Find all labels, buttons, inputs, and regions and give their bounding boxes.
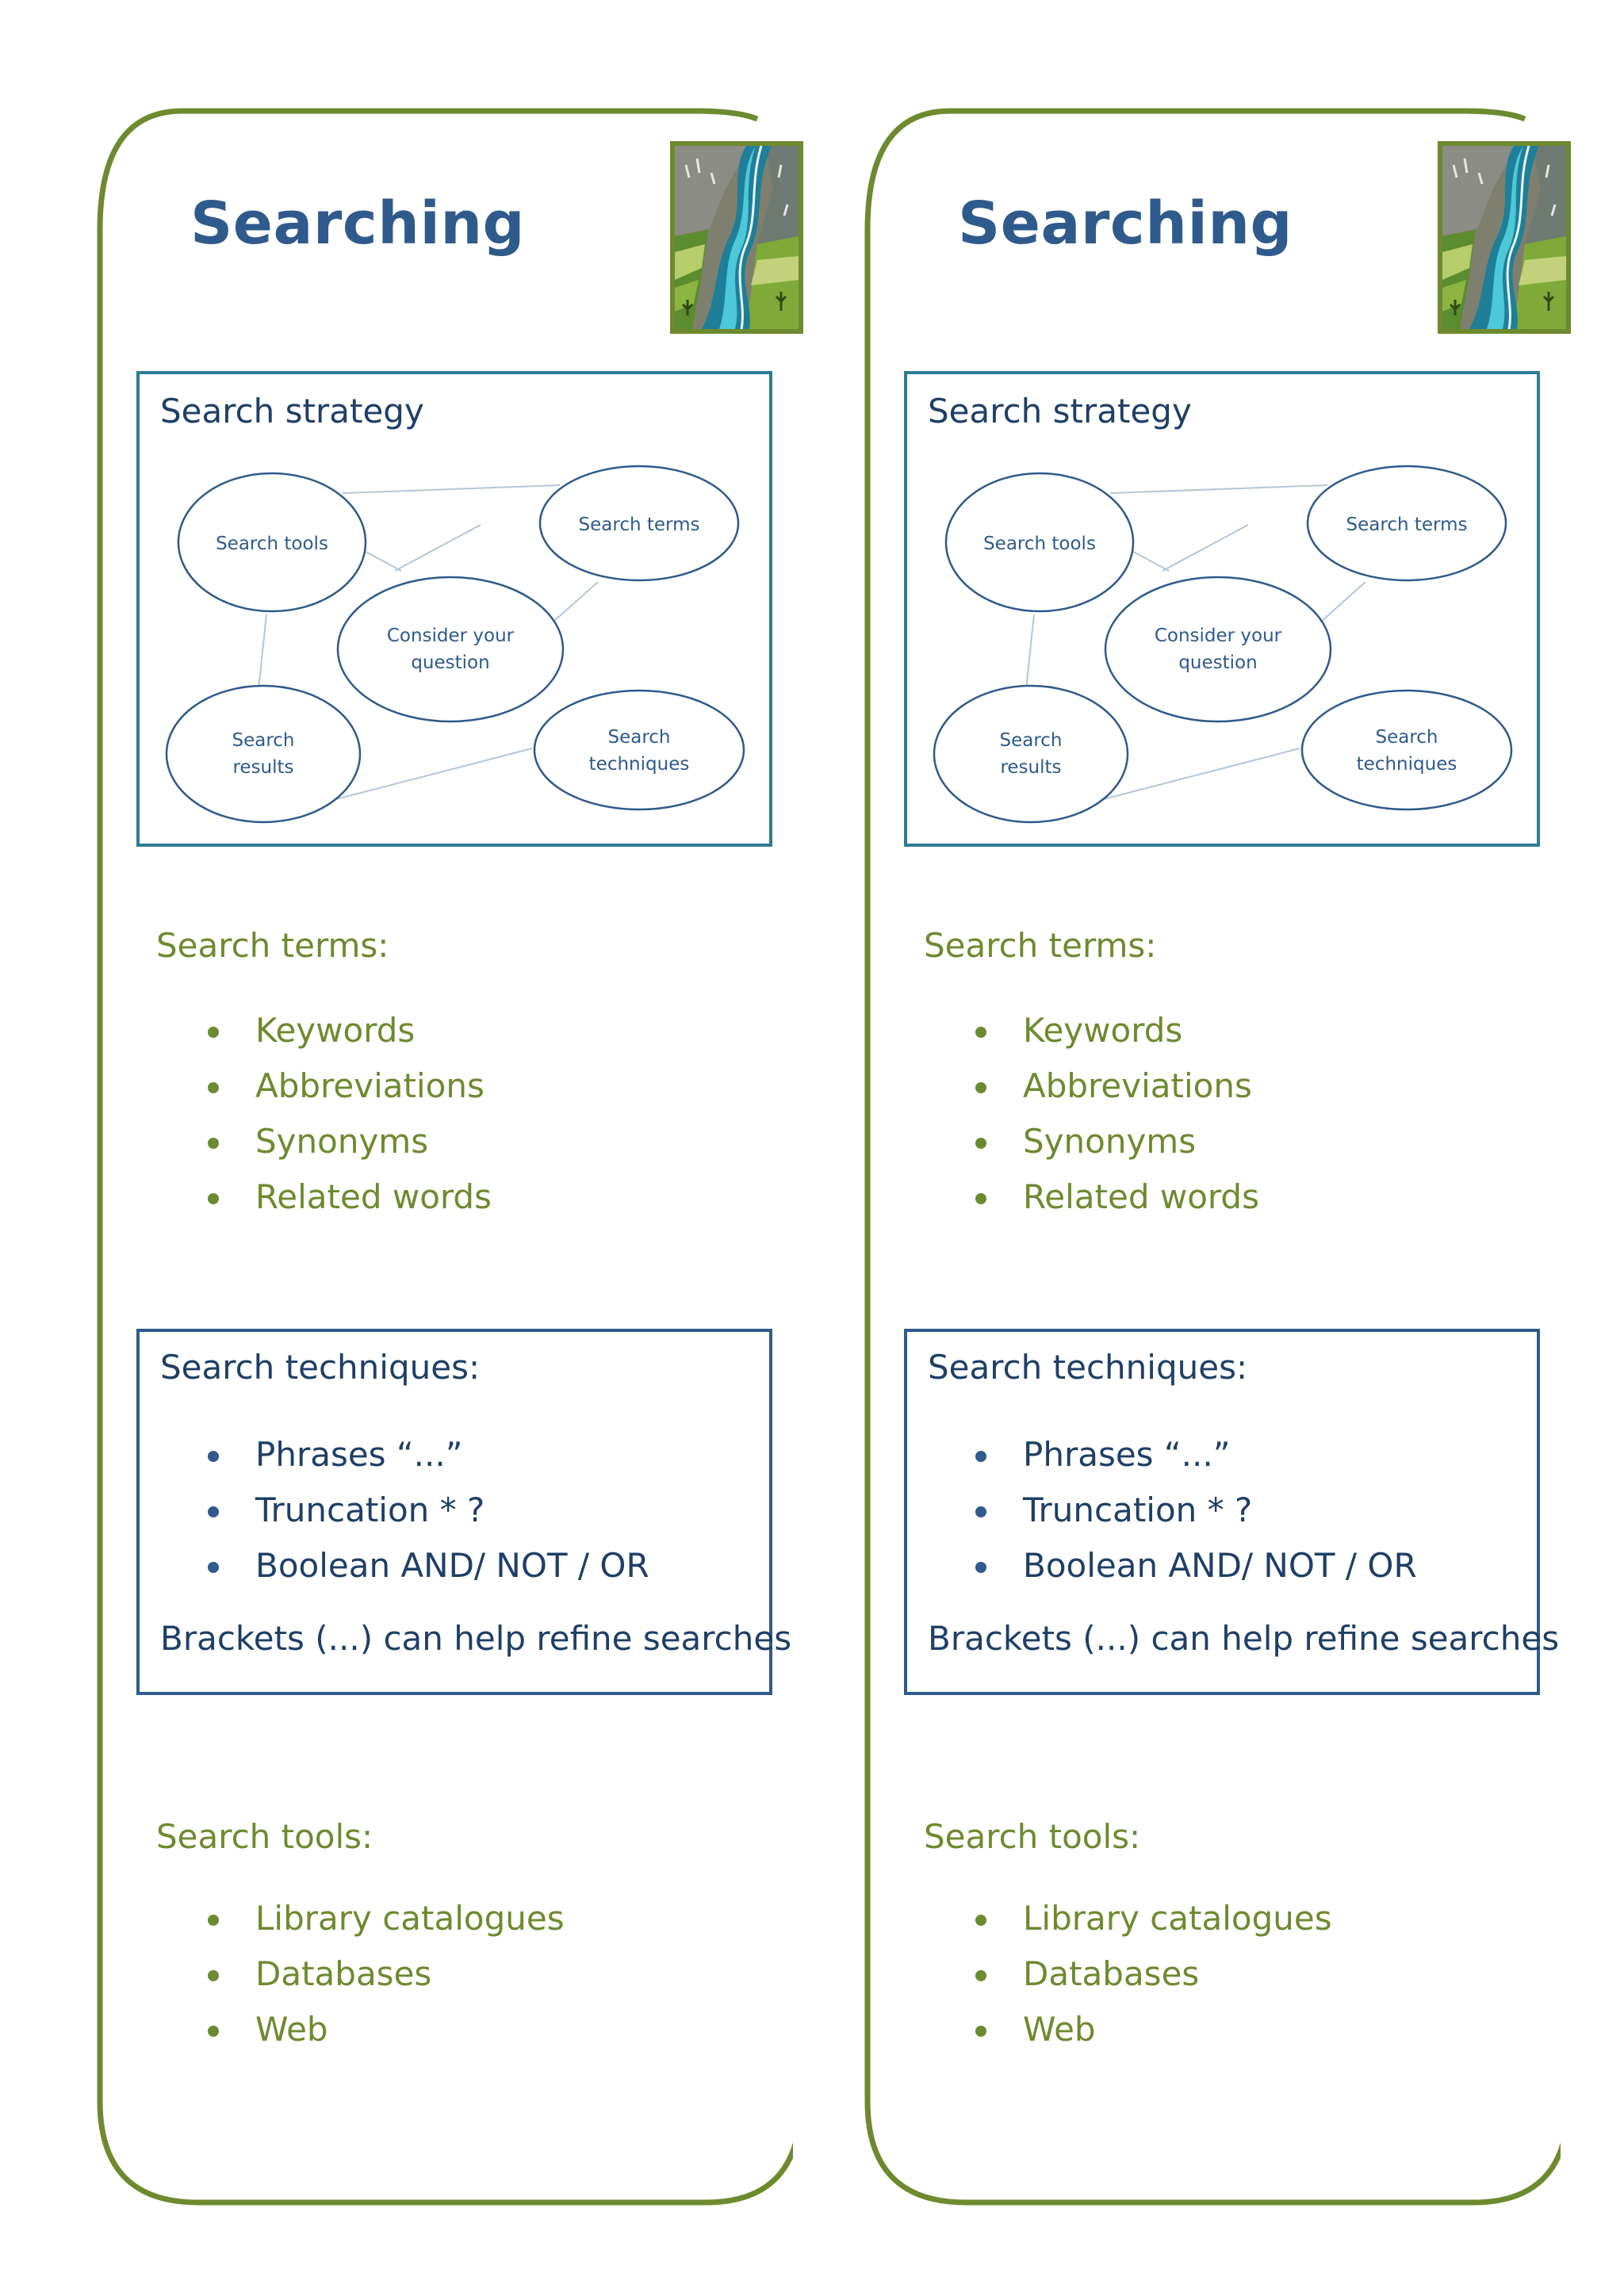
search-techniques-heading: Search techniques:: [928, 1348, 1248, 1387]
label-consider-line1: Consider your: [1155, 626, 1282, 646]
search-terms-heading: Search terms:: [924, 926, 1157, 965]
list-item: Synonyms: [208, 1114, 492, 1169]
bookmark-frame: [864, 108, 1561, 2206]
bookmark-frame: [97, 108, 793, 2206]
label-consider-line2: question: [1178, 652, 1257, 673]
connector-tools-results: [258, 614, 267, 691]
list-item: Keywords: [208, 1003, 492, 1058]
connector-tools-terms: [1109, 484, 1328, 494]
river-artwork-logo: [1438, 141, 1571, 334]
search-strategy-box: Search strategy Search tools Search term…: [136, 371, 772, 847]
page-title: Searching: [190, 189, 525, 258]
list-item: Abbreviations: [975, 1058, 1259, 1114]
label-search-tools: Search tools: [983, 534, 1096, 554]
label-results-line2: results: [232, 757, 293, 778]
search-techniques-list: Phrases “...” Truncation * ? Boolean AND…: [975, 1427, 1417, 1594]
search-tools-heading: Search tools:: [156, 1817, 373, 1856]
search-techniques-box: Search techniques: Phrases “...” Truncat…: [904, 1329, 1559, 1695]
list-item: Boolean AND/ NOT / OR: [208, 1538, 649, 1594]
search-tools-list: Library catalogues Databases Web: [208, 1891, 565, 2057]
node-search-tools: [177, 472, 367, 613]
connector-tools-results: [1025, 614, 1035, 691]
list-item: Boolean AND/ NOT / OR: [975, 1538, 1417, 1594]
search-techniques-box: Search techniques: Phrases “...” Truncat…: [136, 1329, 791, 1695]
list-item: Web: [975, 2002, 1332, 2057]
list-item: Abbreviations: [208, 1058, 492, 1114]
connector-results-techniques: [335, 748, 533, 800]
node-search-techniques: [1300, 689, 1513, 811]
river-artwork-logo: [670, 141, 803, 334]
connector-consider-terms: [394, 524, 481, 572]
search-strategy-diagram: Search tools Search terms Consider your …: [165, 465, 745, 824]
brackets-note: Brackets (...) can help refine searches: [928, 1619, 1560, 1658]
connector-results-techniques: [1103, 748, 1300, 800]
node-search-terms: [538, 465, 740, 582]
search-tools-heading: Search tools:: [924, 1817, 1141, 1856]
node-search-techniques: [533, 689, 745, 811]
node-consider-question: [1104, 576, 1332, 723]
label-search-terms: Search terms: [579, 515, 700, 535]
search-terms-list: Keywords Abbreviations Synonyms Related …: [975, 1003, 1259, 1225]
list-item: Related words: [208, 1169, 492, 1225]
node-search-tools: [944, 472, 1135, 613]
list-item: Web: [208, 2002, 565, 2057]
label-techniques-line2: techniques: [589, 754, 690, 775]
search-tools-list: Library catalogues Databases Web: [975, 1891, 1332, 2057]
search-techniques-list: Phrases “...” Truncation * ? Boolean AND…: [208, 1427, 649, 1594]
label-results-line2: results: [1000, 757, 1061, 778]
search-strategy-title: Search strategy: [160, 392, 424, 430]
list-item: Synonyms: [975, 1114, 1259, 1169]
node-consider-question: [336, 576, 565, 723]
search-terms-heading: Search terms:: [156, 926, 389, 965]
search-strategy-box: Search strategy Search tools Search term…: [904, 371, 1540, 847]
label-techniques-line1: Search: [1375, 727, 1438, 748]
label-results-line1: Search: [232, 730, 294, 751]
list-item: Library catalogues: [975, 1891, 1332, 1946]
connector-consider-terms: [1162, 524, 1249, 572]
list-item: Keywords: [975, 1003, 1259, 1058]
search-terms-list: Keywords Abbreviations Synonyms Related …: [208, 1003, 492, 1225]
search-strategy-title: Search strategy: [928, 392, 1192, 430]
list-item: Databases: [208, 1946, 565, 2002]
list-item: Phrases “...”: [208, 1427, 649, 1483]
search-strategy-diagram: Search tools Search terms Consider your …: [933, 465, 1513, 824]
node-search-results: [933, 684, 1129, 824]
bookmark-card-right: Searching Search strategy: [768, 0, 1571, 2296]
list-item: Phrases “...”: [975, 1427, 1417, 1483]
search-techniques-heading: Search techniques:: [160, 1348, 481, 1387]
page-title: Searching: [958, 189, 1293, 258]
label-results-line1: Search: [999, 730, 1062, 751]
label-techniques-line2: techniques: [1357, 754, 1457, 775]
list-item: Truncation * ?: [975, 1483, 1417, 1538]
label-search-tools: Search tools: [216, 534, 328, 554]
connector-tools-terms: [342, 484, 561, 494]
node-search-results: [165, 684, 362, 824]
label-search-terms: Search terms: [1346, 515, 1468, 535]
brackets-note: Brackets (...) can help refine searches: [160, 1619, 792, 1658]
bookmark-card-left: Searching Search strategy: [0, 0, 803, 2296]
label-techniques-line1: Search: [607, 727, 670, 748]
list-item: Related words: [975, 1169, 1259, 1225]
node-search-terms: [1306, 465, 1507, 582]
label-consider-line1: Consider your: [387, 626, 515, 646]
list-item: Truncation * ?: [208, 1483, 649, 1538]
label-consider-line2: question: [411, 652, 489, 673]
list-item: Databases: [975, 1946, 1332, 2002]
list-item: Library catalogues: [208, 1891, 565, 1946]
